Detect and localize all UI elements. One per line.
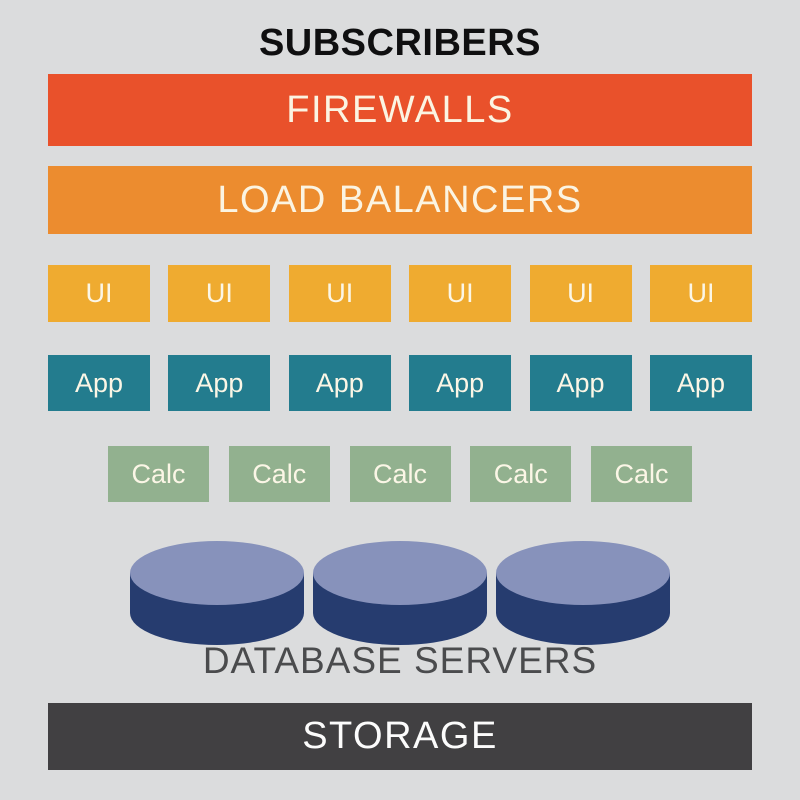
ui-node: UI (529, 265, 632, 322)
app-node-row: App App App App App App (48, 355, 752, 411)
diagram-title: SUBSCRIBERS (258, 22, 542, 64)
database-servers-label: DATABASE SERVERS (202, 640, 598, 681)
database-cylinder-icon (313, 541, 487, 645)
database-cylinder-row (130, 540, 670, 646)
load-balancers-label: LOAD BALANCERS (217, 178, 583, 221)
app-node: App (168, 355, 271, 411)
calc-node: Calc (349, 446, 451, 502)
storage-label: STORAGE (302, 715, 498, 757)
calc-node: Calc (108, 446, 209, 502)
ui-node: UI (168, 265, 271, 322)
firewalls-bar: FIREWALLS (48, 74, 752, 146)
firewalls-label: FIREWALLS (286, 88, 514, 131)
ui-node: UI (409, 265, 512, 322)
app-node: App (529, 355, 632, 411)
calc-node: Calc (470, 446, 572, 502)
load-balancers-bar: LOAD BALANCERS (48, 166, 752, 234)
app-node: App (288, 355, 391, 411)
ui-node-row: UI UI UI UI UI UI (48, 265, 752, 322)
storage-bar: STORAGE (48, 703, 752, 770)
app-node: App (649, 355, 752, 411)
calc-node-row: Calc Calc Calc Calc Calc (108, 446, 692, 502)
database-cylinder-icon (130, 541, 304, 645)
app-node: App (48, 355, 150, 411)
ui-node: UI (288, 265, 391, 322)
database-cylinder-icon (496, 541, 670, 645)
calc-node: Calc (591, 446, 692, 502)
app-node: App (409, 355, 512, 411)
ui-node: UI (48, 265, 150, 322)
calc-node: Calc (228, 446, 330, 502)
ui-node: UI (649, 265, 752, 322)
